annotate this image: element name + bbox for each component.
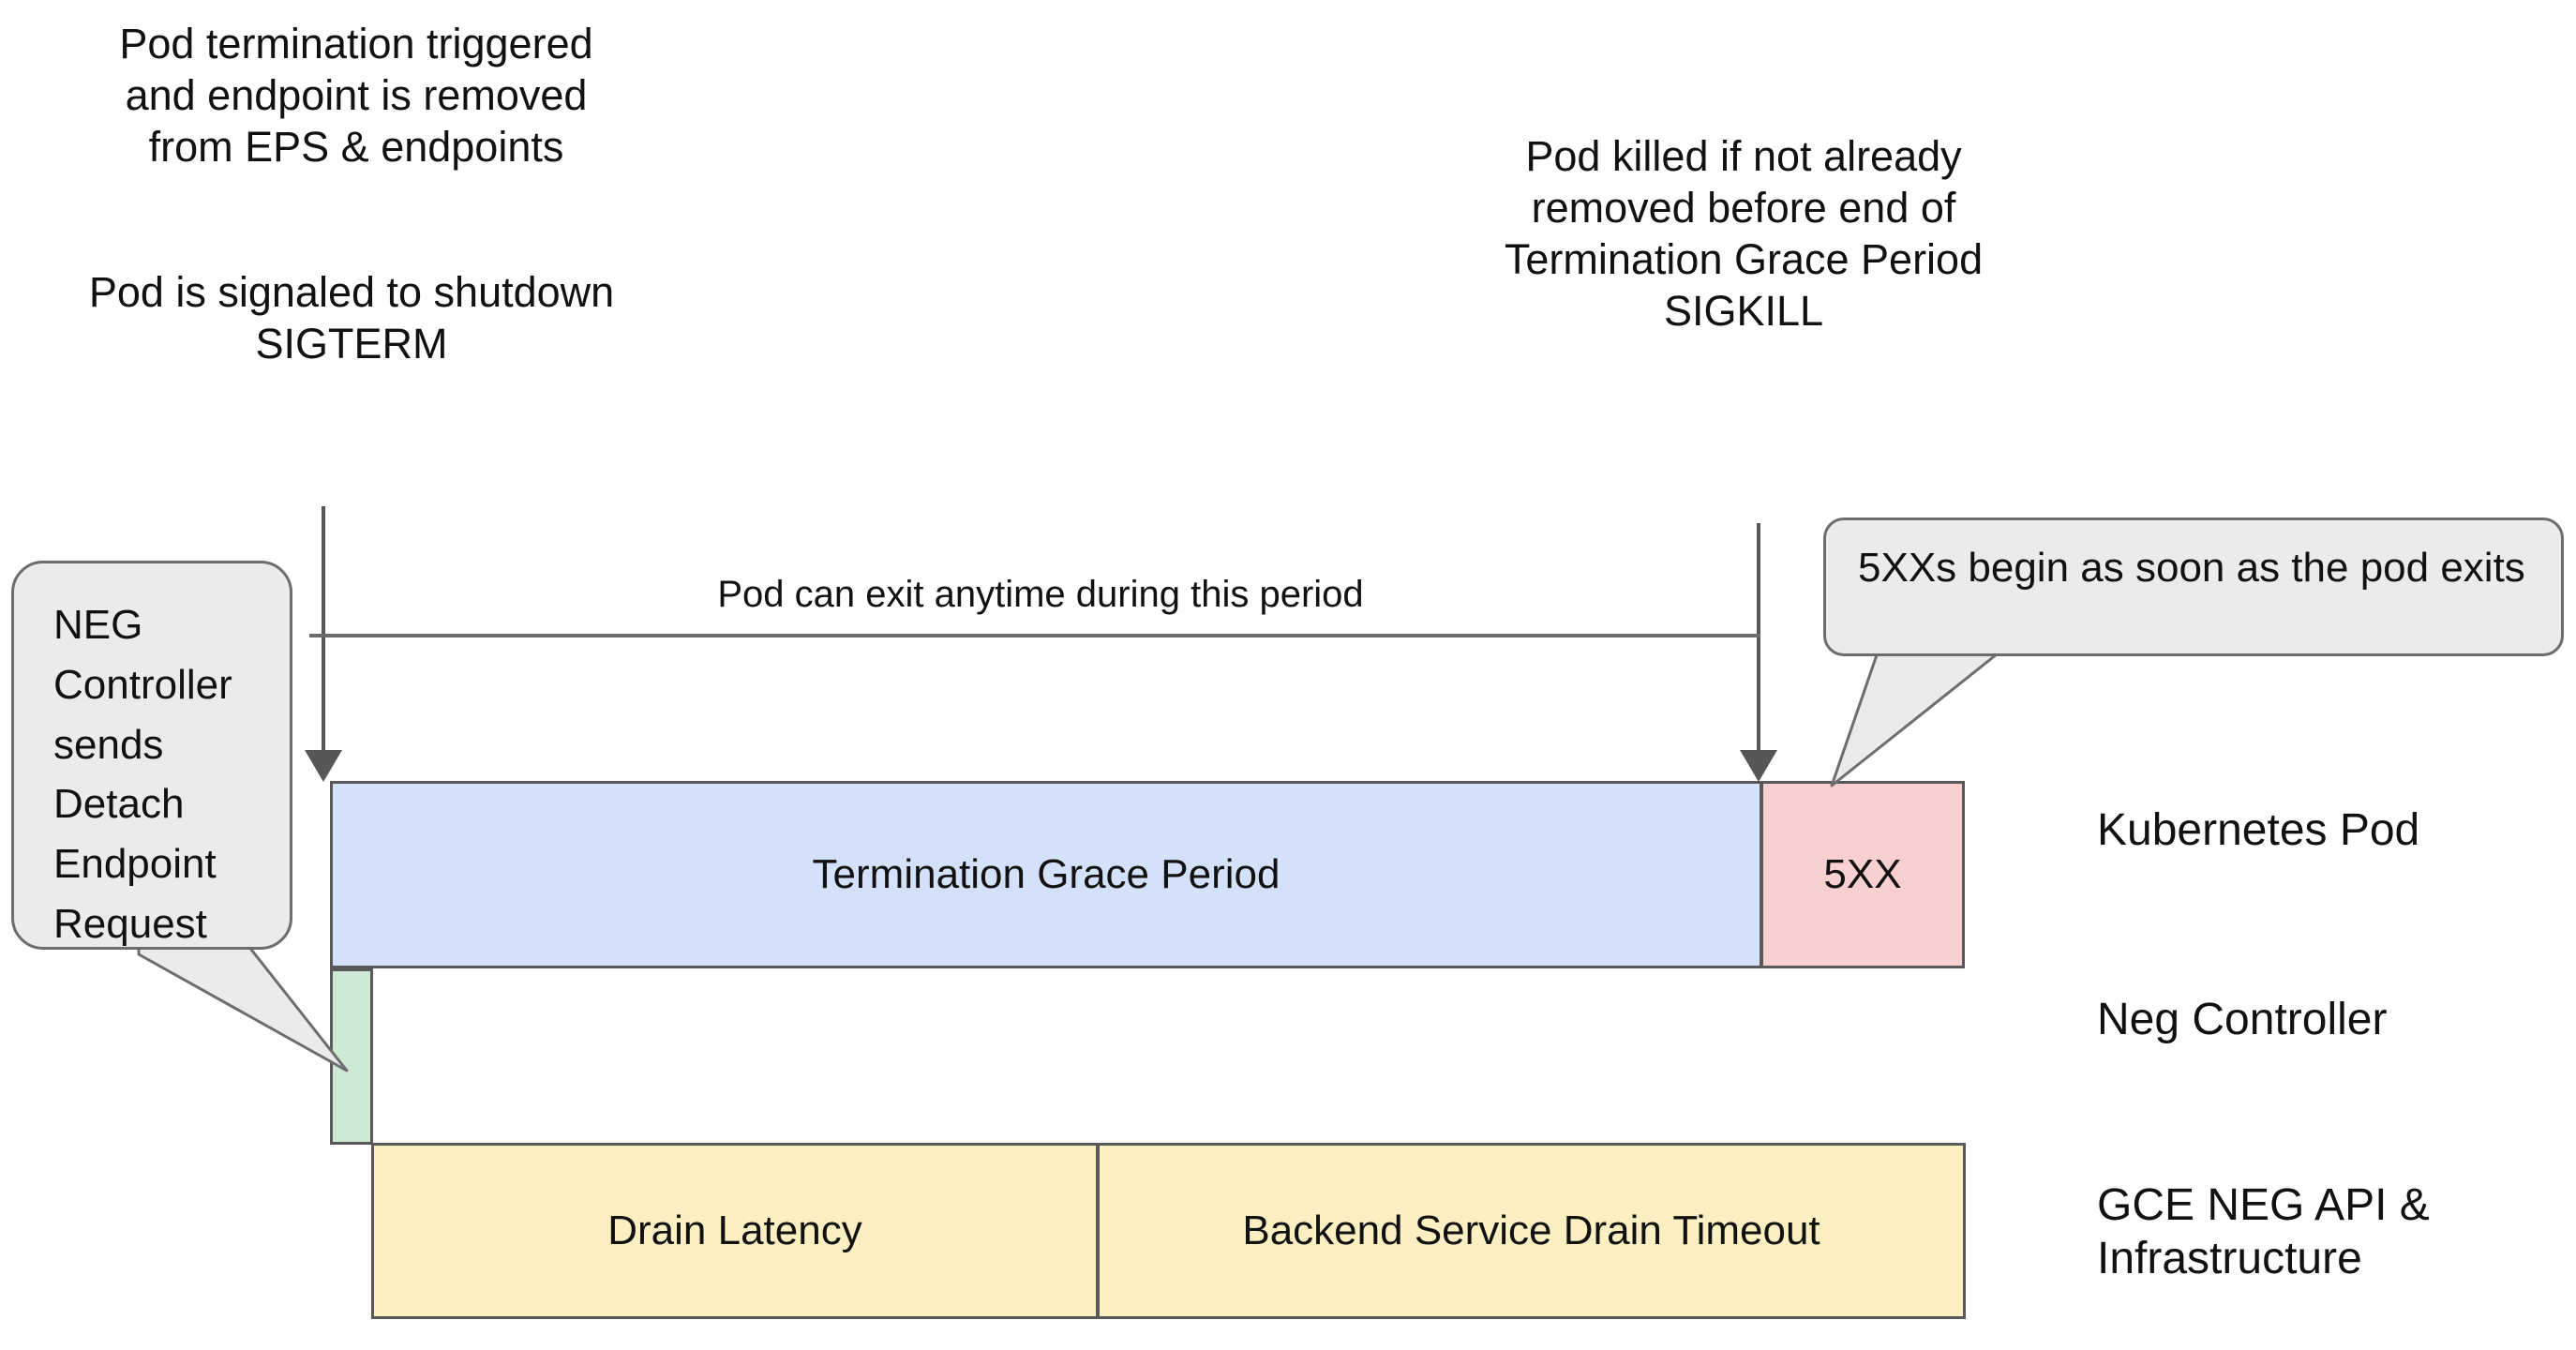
timeline-arrow-right-head <box>1740 750 1777 782</box>
callout-neg-controller[interactable]: NEG Controller sends Detach Endpoint Req… <box>11 561 292 950</box>
timeline-arrow-left-head <box>305 750 342 782</box>
callout-5xx-begin[interactable]: 5XXs begin as soon as the pod exits <box>1823 518 2564 656</box>
lane-label-neg-controller: Neg Controller <box>2097 995 2388 1044</box>
annotation-pod-termination-triggered: Pod termination triggered and endpoint i… <box>119 20 593 171</box>
timeline-arrow-right-shaft <box>1757 523 1760 756</box>
bar-drain-latency-label: Drain Latency <box>607 1207 862 1253</box>
bar-backend-service-drain-timeout[interactable]: Backend Service Drain Timeout <box>1097 1143 1966 1319</box>
callout-5xx-tail <box>1830 645 2008 788</box>
bar-backend-service-drain-timeout-label: Backend Service Drain Timeout <box>1242 1207 1820 1253</box>
bar-drain-latency[interactable]: Drain Latency <box>371 1143 1099 1319</box>
bar-termination-grace-period-label: Termination Grace Period <box>812 850 1281 897</box>
bar-termination-grace-period[interactable]: Termination Grace Period <box>330 781 1762 968</box>
annotation-pod-killed-sigkill: Pod killed if not already removed before… <box>1504 132 1984 335</box>
lane-label-kubernetes-pod: Kubernetes Pod <box>2097 805 2420 855</box>
annotation-pod-signaled-sigterm: Pod is signaled to shutdown SIGTERM <box>88 268 615 368</box>
lane-label-gce-neg-api: GCE NEG API & Infrastructure <box>2097 1180 2430 1283</box>
span-label-pod-can-exit: Pod can exit anytime during this period <box>717 574 1364 615</box>
bar-5xx[interactable]: 5XX <box>1760 781 1965 968</box>
timeline-arrow-left-shaft <box>322 506 325 756</box>
bar-5xx-label: 5XX <box>1823 850 1902 897</box>
span-line-pod-can-exit <box>309 634 1760 638</box>
